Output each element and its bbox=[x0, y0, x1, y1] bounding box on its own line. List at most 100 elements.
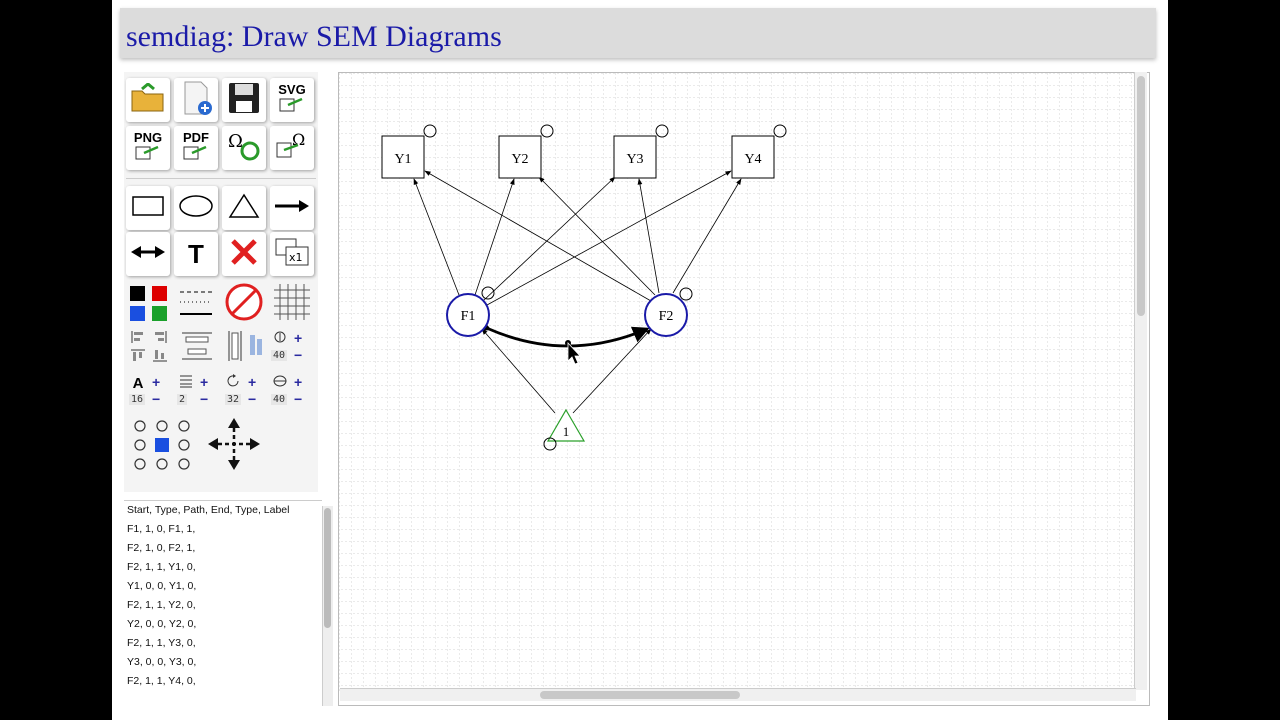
move-arrows-control[interactable] bbox=[206, 416, 262, 472]
export-omega-button[interactable]: Ω bbox=[270, 126, 314, 170]
diagram-svg[interactable]: Y1 Y2 Y3 Y4 F1 bbox=[339, 73, 1139, 693]
y2-label: Y2 bbox=[511, 152, 528, 167]
line-width-icon-button[interactable] bbox=[270, 330, 290, 348]
table-scrollbar-thumb[interactable] bbox=[324, 508, 331, 628]
drawing-canvas[interactable]: Y1 Y2 Y3 Y4 F1 bbox=[338, 72, 1150, 706]
arrow-right-icon bbox=[273, 197, 311, 220]
copy-button[interactable]: x1 bbox=[270, 232, 314, 276]
observed-y2[interactable]: Y2 bbox=[498, 124, 554, 179]
constant-loop[interactable] bbox=[543, 437, 557, 451]
path-const-f2[interactable] bbox=[572, 328, 652, 414]
align-right-button[interactable] bbox=[150, 330, 170, 348]
distribute-vertical-button[interactable] bbox=[226, 330, 244, 366]
line-style-button[interactable] bbox=[174, 282, 218, 326]
line-width-icon bbox=[272, 330, 288, 349]
export-png-button[interactable]: PNG bbox=[126, 126, 170, 170]
open-file-button[interactable] bbox=[126, 78, 170, 122]
grid-toggle-button[interactable] bbox=[270, 282, 314, 326]
font-button[interactable]: A bbox=[128, 374, 148, 392]
horizontal-scrollbar-thumb[interactable] bbox=[540, 691, 740, 699]
y1-label: Y1 bbox=[394, 152, 411, 167]
draw-covariance-button[interactable] bbox=[126, 232, 170, 276]
latent-f2[interactable]: F2 bbox=[644, 287, 693, 337]
same-size-button[interactable] bbox=[248, 330, 264, 366]
distribute-horizontal-button[interactable] bbox=[180, 330, 214, 366]
export-svg-button[interactable]: SVG bbox=[270, 78, 314, 122]
export-pdf-button[interactable]: PDF bbox=[174, 126, 218, 170]
new-file-button[interactable] bbox=[174, 78, 218, 122]
omega-refresh-icon: Ω bbox=[226, 129, 262, 168]
constant-triangle[interactable]: 1 bbox=[543, 408, 586, 451]
font-size-increase-button[interactable]: + bbox=[152, 374, 161, 390]
svg-text:Ω: Ω bbox=[292, 130, 305, 149]
font-size-decrease-button[interactable]: − bbox=[152, 391, 161, 407]
toolbar-divider bbox=[126, 178, 316, 179]
distribute-vertical-icon bbox=[227, 329, 243, 368]
line-spacing-decrease-button[interactable]: − bbox=[200, 391, 209, 407]
draw-ellipse-button[interactable] bbox=[174, 186, 218, 230]
path-f1-y2[interactable] bbox=[474, 178, 515, 296]
line-spacing-increase-button[interactable]: + bbox=[200, 374, 209, 390]
vertical-scrollbar-thumb[interactable] bbox=[1137, 76, 1145, 316]
folder-icon bbox=[130, 81, 166, 118]
y1-residual-loop[interactable] bbox=[423, 124, 437, 138]
path-f1-y4[interactable] bbox=[486, 170, 732, 306]
app-page: semdiag: Draw SEM Diagrams SVG PNG bbox=[112, 0, 1168, 720]
svg-label: SVG bbox=[278, 82, 306, 97]
path-f2-y4[interactable] bbox=[672, 178, 742, 294]
align-bottom-button[interactable] bbox=[150, 348, 170, 366]
table-scrollbar[interactable] bbox=[322, 506, 333, 706]
no-sign-icon bbox=[224, 282, 264, 327]
line-width-increase-button[interactable]: + bbox=[294, 330, 303, 346]
color-swatches-icon[interactable] bbox=[126, 284, 170, 324]
path-f2-y3[interactable] bbox=[637, 178, 660, 294]
rotate-increase-button[interactable]: + bbox=[248, 374, 257, 390]
add-text-button[interactable]: T bbox=[174, 232, 218, 276]
observed-y4[interactable]: Y4 bbox=[731, 124, 787, 179]
svg-text:x1: x1 bbox=[289, 251, 303, 264]
latent-f1[interactable]: F1 bbox=[446, 286, 495, 337]
y3-residual-loop[interactable] bbox=[655, 124, 669, 138]
line-width-decrease-button[interactable]: − bbox=[294, 347, 303, 363]
align-top-button[interactable] bbox=[128, 348, 148, 366]
rotate-button[interactable] bbox=[224, 373, 244, 392]
canvas-horizontal-scrollbar[interactable] bbox=[340, 688, 1136, 701]
y4-residual-loop[interactable] bbox=[773, 124, 787, 138]
path-f1-y1[interactable] bbox=[413, 178, 460, 296]
draw-path-button[interactable] bbox=[270, 186, 314, 230]
mouse-cursor-icon bbox=[567, 341, 581, 365]
line-spacing-button[interactable] bbox=[176, 374, 196, 392]
observed-y1[interactable]: Y1 bbox=[381, 124, 437, 179]
ellipse-size-decrease-button[interactable]: − bbox=[294, 391, 303, 407]
font-icon: A bbox=[132, 374, 144, 392]
app-title: semdiag: Draw SEM Diagrams bbox=[126, 20, 502, 53]
path-table-row: F1, 1, 0, F1, 1, bbox=[127, 523, 196, 535]
align-left-button[interactable] bbox=[128, 330, 148, 348]
ellipse-size-button[interactable] bbox=[270, 374, 290, 392]
rotate-decrease-button[interactable]: − bbox=[248, 391, 257, 407]
copy-x1-icon: x1 bbox=[274, 237, 310, 272]
triangle-icon bbox=[228, 192, 260, 225]
f1-variance-loop[interactable] bbox=[481, 286, 495, 300]
align-bottom-icon bbox=[152, 348, 168, 367]
f2-variance-loop[interactable] bbox=[679, 287, 693, 301]
observed-y3[interactable]: Y3 bbox=[613, 124, 669, 179]
y2-residual-loop[interactable] bbox=[540, 124, 554, 138]
draw-triangle-button[interactable] bbox=[222, 186, 266, 230]
canvas-vertical-scrollbar[interactable] bbox=[1134, 72, 1147, 690]
loop-position-selector[interactable] bbox=[128, 416, 194, 474]
path-f1-y3[interactable] bbox=[482, 176, 616, 302]
path-f2-y1[interactable] bbox=[424, 170, 652, 302]
path-f2-y2[interactable] bbox=[538, 176, 656, 296]
save-button[interactable] bbox=[222, 78, 266, 122]
no-fill-button[interactable] bbox=[222, 282, 266, 326]
ellipse-size-icon bbox=[272, 374, 288, 393]
convert-omega-button[interactable]: Ω bbox=[222, 126, 266, 170]
draw-rectangle-button[interactable] bbox=[126, 186, 170, 230]
delete-button[interactable] bbox=[222, 232, 266, 276]
ellipse-size-increase-button[interactable]: + bbox=[294, 374, 303, 390]
distribute-horizontal-icon bbox=[180, 329, 214, 368]
move-arrows-icon bbox=[208, 418, 260, 470]
path-const-f1[interactable] bbox=[481, 328, 556, 414]
ellipse-size-value: 40 bbox=[271, 394, 288, 405]
